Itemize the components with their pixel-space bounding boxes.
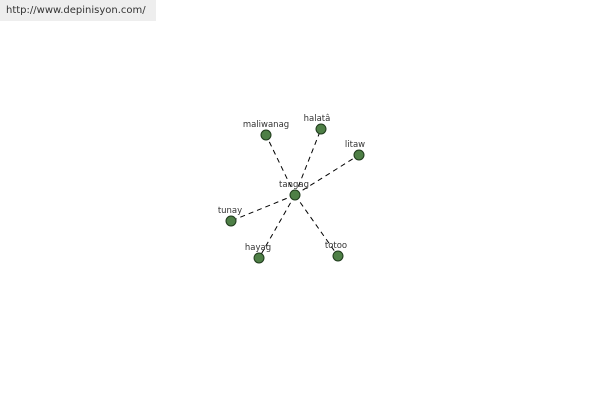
label-center: tangag [279, 180, 309, 190]
node-center [289, 189, 301, 201]
node-litaw [353, 149, 365, 161]
node-totoo [332, 250, 344, 262]
node-halata [315, 123, 327, 135]
edge-totoo [294, 194, 339, 257]
source-url: http://www.depinisyon.com/ [0, 0, 156, 21]
label-maliwanag: maliwanag [243, 120, 289, 130]
label-litaw: litaw [345, 140, 365, 150]
edge-halata [294, 128, 322, 196]
label-tunay: tunay [218, 206, 242, 216]
edge-maliwanag [265, 134, 296, 196]
node-tunay [225, 215, 237, 227]
label-hayag: hayag [245, 243, 271, 253]
edge-hayag [258, 194, 296, 259]
edge-tunay [230, 194, 296, 222]
node-hayag [253, 252, 265, 264]
node-maliwanag [260, 129, 272, 141]
label-halata: halatâ [304, 114, 331, 124]
edge-litaw [294, 154, 360, 196]
label-totoo: totoo [325, 241, 347, 251]
